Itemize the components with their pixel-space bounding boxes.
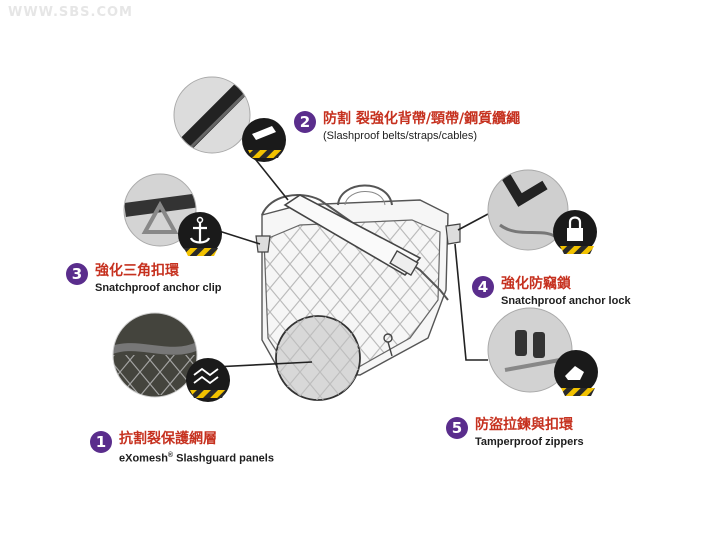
callout-2-number: 2 (294, 111, 316, 133)
callout-2: 2 防割 裂強化背帶/頸帶/鋼質纜繩 (Slashproof belts/str… (294, 110, 520, 143)
callout-3-number: 3 (66, 263, 88, 285)
callout-1-chinese: 抗割裂保護網層 (119, 431, 217, 447)
callout-2-chinese: 防割 裂強化背帶/頸帶/鋼質纜繩 (323, 111, 521, 127)
callout-3-chinese: 強化三角扣環 (95, 263, 179, 279)
callout-line-5 (454, 243, 488, 361)
callout-4-chinese: 強化防竊鎖 (501, 276, 571, 292)
padlock-icon (553, 210, 597, 254)
callout-2-english: (Slashproof belts/straps/cables) (323, 130, 478, 142)
callout-3: 3 強化三角扣環 Snatchproof anchor clip (66, 262, 222, 295)
mesh-panel-icon (186, 358, 230, 402)
callout-5-english: Tamperproof zippers (475, 436, 584, 448)
callout-5: 5 防盜拉鍊與扣環 Tamperproof zippers (446, 416, 584, 449)
callout-3-english: Snatchproof anchor clip (95, 282, 222, 294)
watermark: WWW.SBS.COM (8, 5, 133, 20)
bag-zoom-circle (275, 315, 361, 401)
callout-4-english: Snatchproof anchor lock (501, 295, 631, 307)
slash-blade-icon (242, 118, 286, 162)
callout-1-number: 1 (90, 431, 112, 453)
callout-4: 4 強化防竊鎖 Snatchproof anchor lock (472, 275, 631, 308)
callout-4-number: 4 (472, 276, 494, 298)
photo-mesh-panel (112, 312, 198, 398)
callout-1: 1 抗割裂保護網層 eXomesh® Slashguard panels (90, 430, 274, 466)
callout-5-number: 5 (446, 417, 468, 439)
hand-tamper-icon (554, 350, 598, 396)
anchor-icon (178, 212, 222, 256)
callout-5-chinese: 防盜拉鍊與扣環 (475, 417, 573, 433)
callout-line-4 (457, 213, 489, 231)
callout-1-english: eXomesh® Slashguard panels (119, 452, 274, 465)
